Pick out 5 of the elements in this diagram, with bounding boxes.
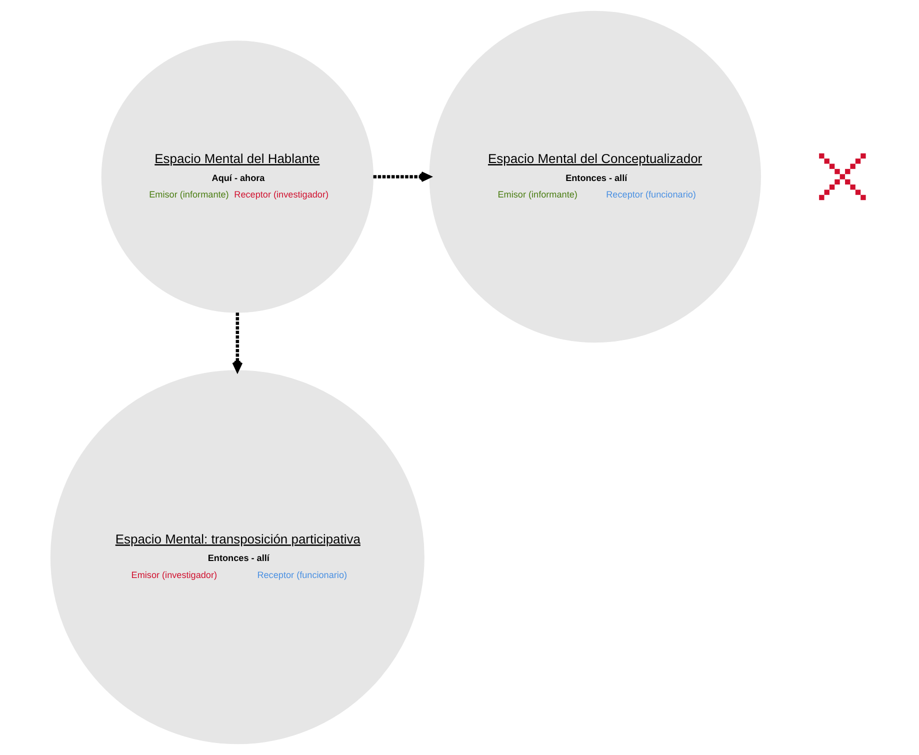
arrow [232, 312, 243, 372]
arrow [373, 171, 432, 182]
node-circle: Espacio Mental del Hablante Aquí - ahora Emisor (informante) Receptor (investigador) [101, 40, 374, 313]
node-circle: Espacio Mental: transposición participativa Entonces - allí Emisor (investigador) Receptor (funcionario) [50, 370, 424, 744]
node-circle: Espacio Mental del Conceptualizador Entonces - allí Emisor (informante) Receptor (funcionario) [429, 10, 761, 343]
